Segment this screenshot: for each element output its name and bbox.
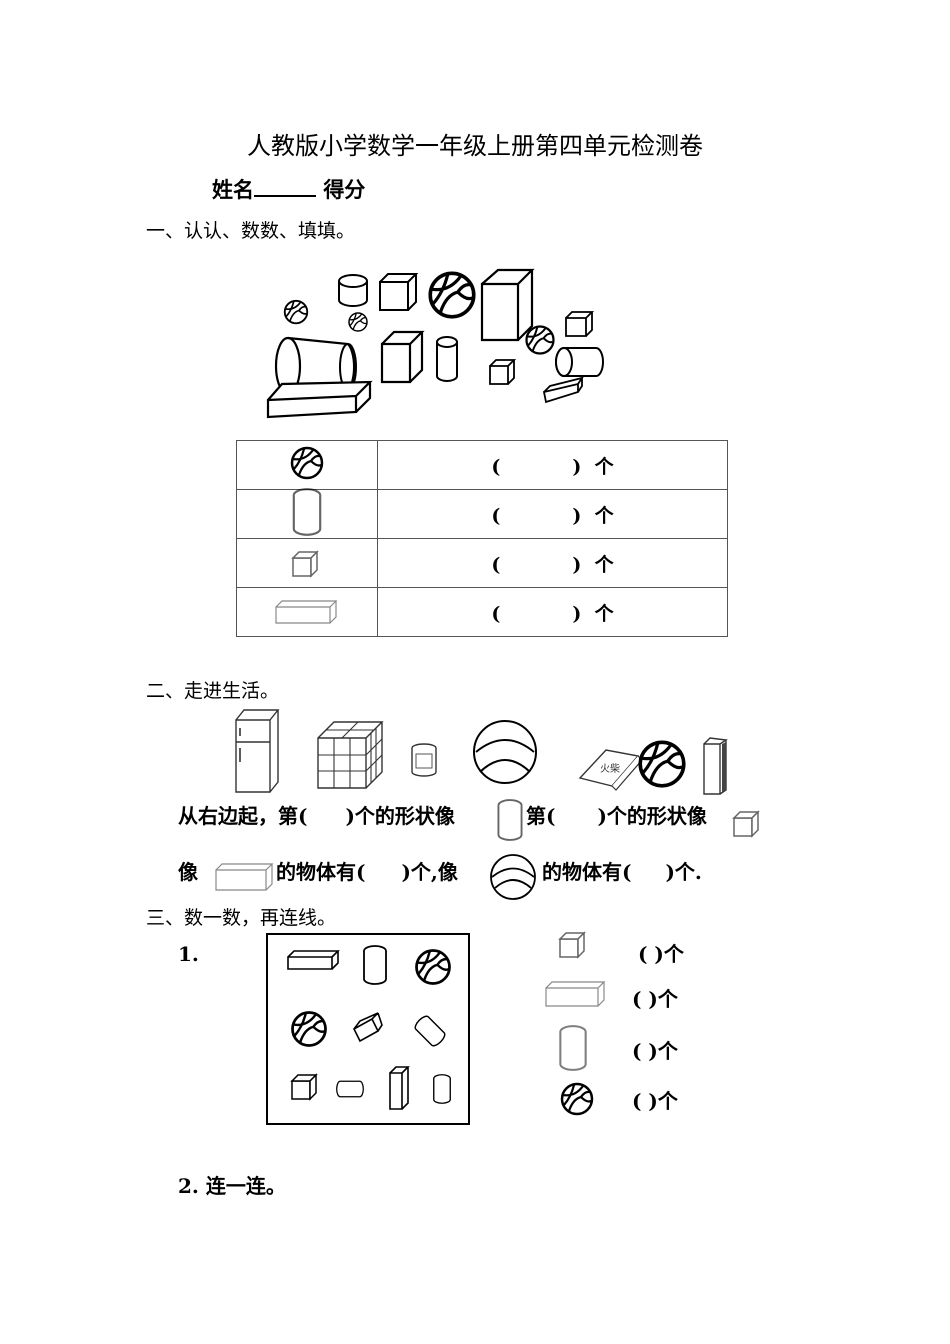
item2-label: 2. 连一连。 [178, 1174, 286, 1198]
item1-label: 1. [178, 942, 199, 966]
counting-objects-image [287, 945, 451, 1110]
section1-heading: 一、认认、数数、填填。 [146, 220, 356, 242]
section2-line2c: 的物体有()个. [542, 860, 702, 884]
small-ball-icon [283, 299, 309, 325]
cuboid-upright-icon [380, 330, 425, 384]
cylinder-tall-icon [436, 336, 458, 382]
can-icon [411, 743, 437, 777]
cylinder-side-icon [555, 347, 604, 377]
cuboid-icon [236, 587, 378, 637]
count-table: () 个 () 个 () 个 () 个 [236, 440, 728, 637]
cuboid-icon [287, 950, 340, 970]
section2-heading: 二、走进生活。 [146, 680, 280, 702]
cuboid-icon [545, 981, 606, 1007]
section2-line2a: 像 [178, 860, 198, 884]
everyday-objects-image: 火柴 [235, 709, 728, 795]
ball-icon [236, 440, 378, 490]
section2-line2b: 的物体有()个,像 [276, 860, 458, 884]
answer-3[interactable]: ( )个 [632, 1039, 678, 1063]
score-label: 得分 [323, 177, 366, 202]
small-ball-icon-b [525, 325, 555, 355]
ball-icon-inline [490, 854, 536, 900]
answer-1[interactable]: ( )个 [638, 942, 684, 966]
box-icon [703, 737, 728, 795]
ball-icon [560, 1082, 594, 1116]
cube-icon-a [379, 273, 419, 311]
table-row: () 个 [236, 587, 728, 637]
answer-cell[interactable]: () 个 [377, 538, 728, 588]
answer-cell[interactable]: () 个 [377, 440, 728, 490]
ball-icon [415, 949, 451, 985]
matchbox-icon: 火柴 [578, 749, 643, 791]
thin-cuboid-icon [542, 376, 585, 404]
solids-cluster-image [266, 268, 604, 419]
table-row: () 个 [236, 440, 728, 490]
answer-2[interactable]: ( )个 [632, 987, 678, 1011]
cube-icon [559, 932, 585, 958]
volleyball-icon [428, 271, 476, 319]
beach-ball-icon [473, 720, 537, 784]
ball-icon [291, 1011, 327, 1047]
name-score-line: 姓名 得分 [212, 174, 365, 204]
answer-cell[interactable]: () 个 [377, 587, 728, 637]
rubiks-cube-icon [317, 721, 384, 789]
section3-heading: 三、数一数，再连线。 [146, 907, 337, 929]
cylinder-icon [236, 488, 378, 539]
page-title: 人教版小学数学一年级上册第四单元检测卷 [247, 132, 703, 160]
cuboid-icon [389, 1066, 410, 1110]
cylinder-short-icon [338, 274, 368, 307]
volleyball-icon-2 [638, 740, 686, 788]
table-row: () 个 [236, 538, 728, 588]
table-row: () 个 [236, 488, 728, 539]
cube-icon-b [565, 311, 595, 337]
cylinder-icon [363, 945, 387, 985]
cylinder-icon [559, 1025, 587, 1071]
section2-line1b: 第()个的形状像 [526, 804, 707, 828]
cylinder-icon [412, 1013, 448, 1049]
cylinder-icon [433, 1074, 451, 1104]
name-label: 姓名 [212, 177, 254, 202]
cuboid-icon-inline [215, 863, 274, 891]
small-cube-icon [489, 359, 517, 385]
answer-4[interactable]: ( )个 [632, 1089, 678, 1113]
name-blank[interactable] [254, 175, 316, 197]
tiny-ball-icon [348, 312, 368, 332]
refrigerator-icon [235, 709, 280, 793]
tall-cuboid-icon [480, 268, 535, 342]
cube-icon [236, 538, 378, 588]
answer-cell[interactable]: () 个 [377, 489, 728, 539]
cuboid-icon [352, 1012, 383, 1043]
matchbox-label: 火柴 [600, 762, 620, 775]
cube-icon-inline [733, 811, 759, 837]
cylinder-icon [336, 1080, 364, 1098]
cube-icon [291, 1074, 317, 1100]
counting-box [266, 933, 470, 1125]
flat-cuboid-icon [266, 380, 373, 419]
section2-line1: 从右边起，第()个的形状像 [178, 804, 455, 828]
